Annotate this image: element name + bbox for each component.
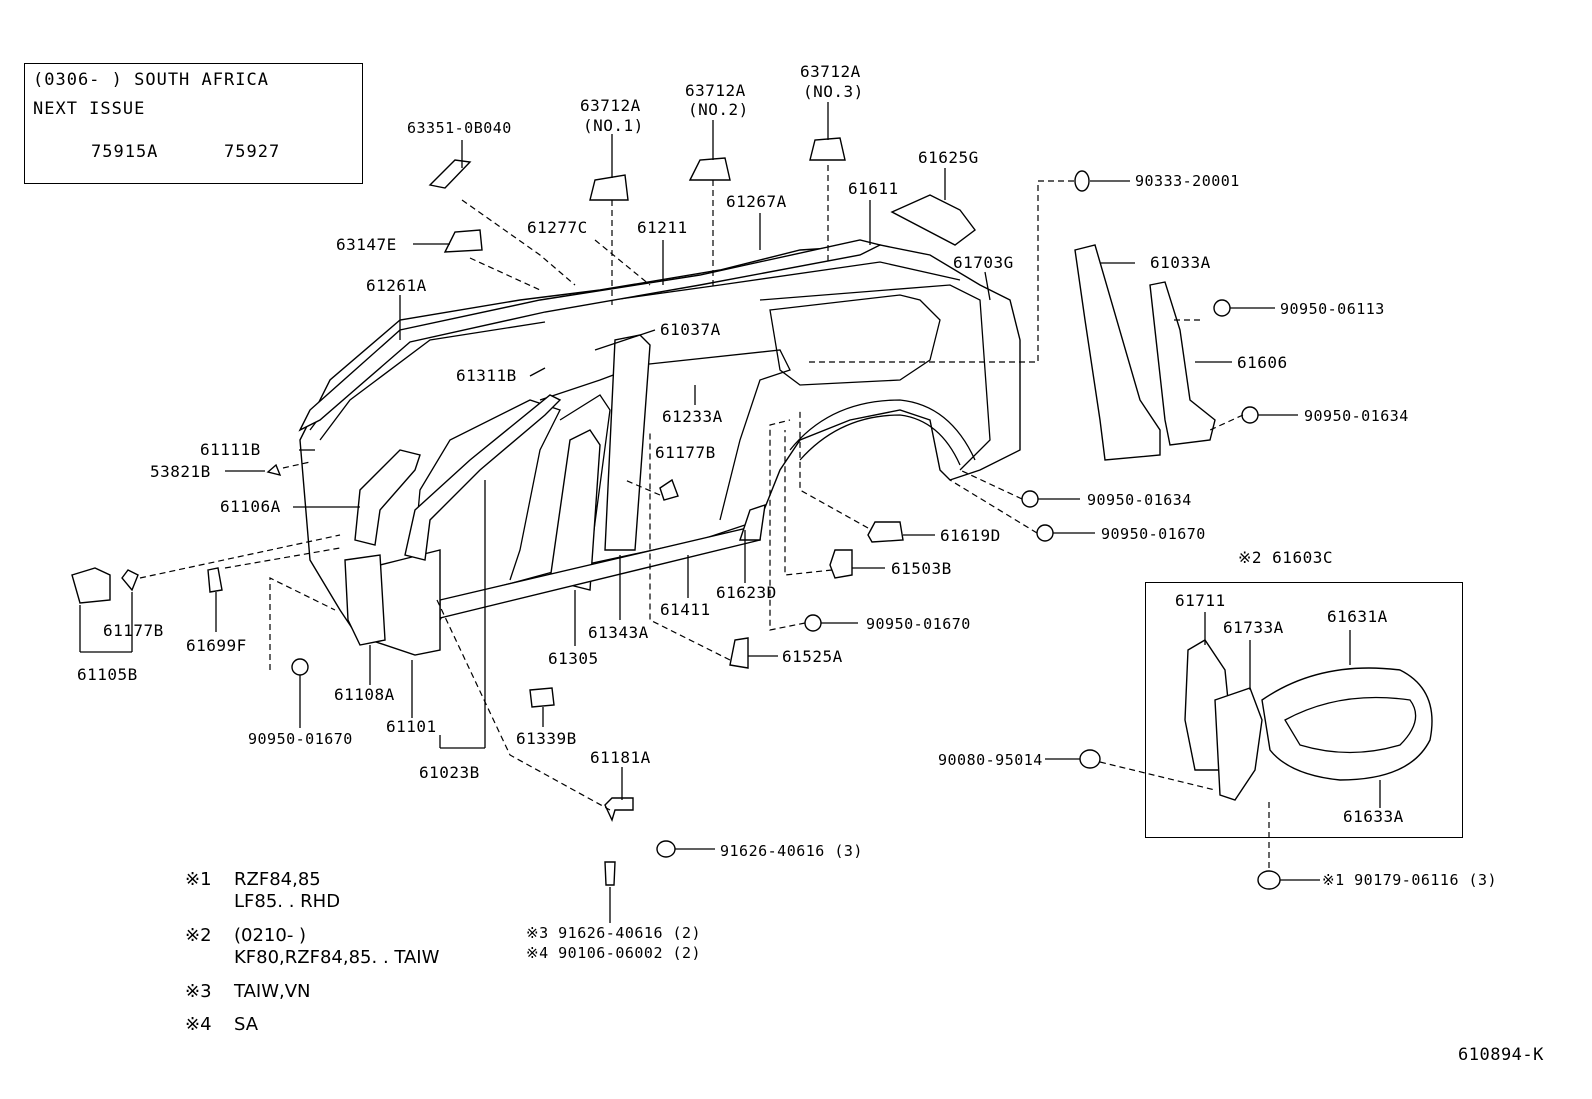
part-label: 63712A — [580, 96, 641, 115]
part-label: 61111B — [200, 440, 261, 459]
part-label: 61177B — [103, 621, 164, 640]
part-label: (NO.2) — [688, 100, 749, 119]
part-label: 61699F — [186, 636, 247, 655]
part-label: ※1 90179-06116 (3) — [1322, 871, 1498, 889]
part-label: 61611 — [848, 179, 899, 198]
note-text: RZF84,85 — [234, 869, 321, 890]
dashed-leader-lines — [139, 165, 1270, 868]
info-line-2: NEXT ISSUE — [33, 99, 146, 119]
part-label: 90950-01670 — [866, 615, 971, 633]
note-text: TAIW,VN — [234, 981, 311, 1002]
diagram-id: 610894-K — [1458, 1045, 1544, 1065]
part-label: 61108A — [334, 685, 395, 704]
part-label: 61233A — [662, 407, 723, 426]
part-label: 61311B — [456, 366, 517, 385]
part-label: 61033A — [1150, 253, 1211, 272]
part-label: 90950-01634 — [1087, 491, 1192, 509]
part-label: (NO.3) — [803, 82, 864, 101]
part-label: 61733A — [1223, 618, 1284, 637]
note-mark: ※4 — [185, 1014, 212, 1035]
note-text: (0210- ) — [234, 925, 307, 946]
info-code-2: 75927 — [224, 142, 281, 162]
part-label: 61267A — [726, 192, 787, 211]
part-label: 61277C — [527, 218, 588, 237]
part-label: 61101 — [386, 717, 437, 736]
part-label: 61105B — [77, 665, 138, 684]
note-mark: ※1 — [185, 869, 212, 890]
part-label: 61625G — [918, 148, 979, 167]
part-label: 61619D — [940, 526, 1001, 545]
part-label: 90950-06113 — [1280, 300, 1385, 318]
info-box: (0306- ) SOUTH AFRICA NEXT ISSUE 75915A … — [24, 63, 363, 184]
part-label: 61023B — [419, 763, 480, 782]
part-label: 61261A — [366, 276, 427, 295]
part-label: 61703G — [953, 253, 1014, 272]
part-label: 61503B — [891, 559, 952, 578]
part-label: 61305 — [548, 649, 599, 668]
small-parts — [71, 137, 1433, 890]
inset-box-61603c — [1145, 582, 1463, 838]
part-label: 90080-95014 — [938, 751, 1043, 769]
part-label: 61711 — [1175, 591, 1226, 610]
part-label: 90950-01670 — [248, 730, 353, 748]
part-label: 61606 — [1237, 353, 1288, 372]
part-label: 61633A — [1343, 807, 1404, 826]
part-label: 61339B — [516, 729, 577, 748]
part-label: 90333-20001 — [1135, 172, 1240, 190]
note-text: LF85. . RHD — [234, 891, 341, 912]
note-text: SA — [234, 1014, 259, 1035]
part-label: 61631A — [1327, 607, 1388, 626]
leader-lines — [79, 102, 1381, 923]
part-label: 61177B — [655, 443, 716, 462]
body-side-panel — [298, 239, 1021, 656]
part-label: 61525A — [782, 647, 843, 666]
note-mark: ※3 — [185, 981, 212, 1002]
part-label: 61411 — [660, 600, 711, 619]
part-label: 90950-01670 — [1101, 525, 1206, 543]
part-label: 61106A — [220, 497, 281, 516]
part-label: 63712A — [800, 62, 861, 81]
info-line-1: (0306- ) SOUTH AFRICA — [33, 70, 269, 90]
part-label: 61211 — [637, 218, 688, 237]
part-label: 63147E — [336, 235, 397, 254]
part-label: ※4 90106-06002 (2) — [526, 944, 702, 962]
note-mark: ※2 — [185, 925, 212, 946]
info-code-1: 75915A — [91, 142, 159, 162]
part-label: ※2 61603C — [1238, 548, 1333, 567]
part-label: 63351-0B040 — [407, 119, 512, 137]
part-label: (NO.1) — [583, 116, 644, 135]
part-label: ※3 91626-40616 (2) — [526, 924, 702, 942]
part-label: 90950-01634 — [1304, 407, 1409, 425]
part-label: 61343A — [588, 623, 649, 642]
part-label: 61037A — [660, 320, 721, 339]
note-text: KF80,RZF84,85. . TAIW — [234, 947, 440, 968]
part-label: 53821B — [150, 462, 211, 481]
part-label: 61181A — [590, 748, 651, 767]
part-label: 61623D — [716, 583, 777, 602]
part-label: 63712A — [685, 81, 746, 100]
part-label: 91626-40616 (3) — [720, 842, 863, 860]
